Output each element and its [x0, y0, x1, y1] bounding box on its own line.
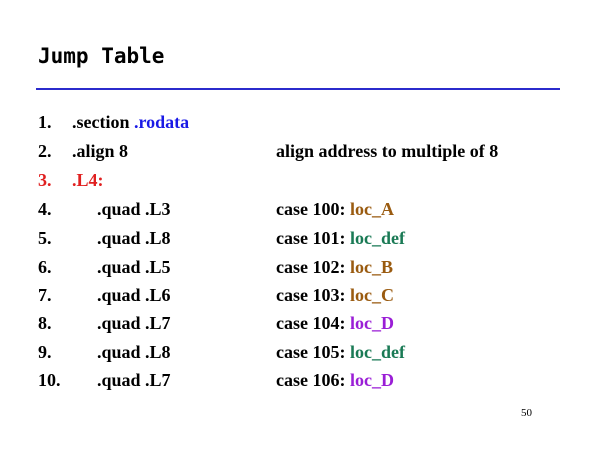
code-text: .quad .L5	[97, 257, 171, 277]
directive: .section	[72, 112, 134, 132]
case-label: loc_C	[349, 285, 394, 305]
code-line-7: 7. .quad .L6 case 103: loc_C	[0, 281, 600, 309]
case-comment: case 104: loc_D	[276, 309, 394, 337]
line-number: 4.	[38, 199, 52, 219]
case-label: loc_def	[349, 228, 405, 248]
code-line-2: 2. .align 8 align address to multiple of…	[0, 137, 600, 165]
line-number: 1.	[38, 112, 52, 132]
case-label: loc_D	[349, 370, 394, 390]
comment-text: align address to multiple of 8	[276, 141, 499, 161]
case-comment: case 100: loc_A	[276, 195, 394, 223]
case-prefix: case 101:	[276, 228, 350, 248]
line-number: 3.	[38, 170, 52, 190]
case-prefix: case 103:	[276, 285, 350, 305]
line-number: 9.	[38, 342, 52, 362]
case-label: loc_A	[349, 199, 394, 219]
line-number: 8.	[38, 313, 52, 333]
code-text: .quad .L7	[97, 370, 171, 390]
slide-title: Jump Table	[38, 44, 165, 68]
line-number: 10.	[38, 370, 61, 390]
code-text: .align 8	[72, 141, 129, 161]
case-prefix: case 102:	[276, 257, 350, 277]
section-name: .rodata	[134, 112, 190, 132]
case-label: loc_B	[349, 257, 393, 277]
case-comment: case 105: loc_def	[276, 338, 405, 366]
case-comment: case 106: loc_D	[276, 366, 394, 394]
code-line-9: 9. .quad .L8 case 105: loc_def	[0, 338, 600, 366]
code-text: .section .rodata	[72, 108, 189, 136]
case-prefix: case 100:	[276, 199, 350, 219]
case-comment: case 102: loc_B	[276, 253, 393, 281]
case-prefix: case 104:	[276, 313, 350, 333]
line-number: 2.	[38, 141, 52, 161]
case-label: loc_D	[349, 313, 394, 333]
code-line-3: 3. .L4:	[0, 166, 600, 194]
line-number: 5.	[38, 228, 52, 248]
code-line-10: 10. .quad .L7 case 106: loc_D	[0, 366, 600, 394]
code-text: .quad .L6	[97, 285, 171, 305]
case-prefix: case 106:	[276, 370, 350, 390]
code-line-4: 4. .quad .L3 case 100: loc_A	[0, 195, 600, 223]
code-line-1: 1. .section .rodata	[0, 108, 600, 136]
case-prefix: case 105:	[276, 342, 350, 362]
case-label: loc_def	[349, 342, 405, 362]
case-comment: case 103: loc_C	[276, 281, 394, 309]
code-line-5: 5. .quad .L8 case 101: loc_def	[0, 224, 600, 252]
case-comment: case 101: loc_def	[276, 224, 405, 252]
code-text: .quad .L7	[97, 313, 171, 333]
label-text: .L4:	[72, 170, 104, 190]
title-underline	[36, 88, 560, 90]
code-text: .quad .L8	[97, 228, 171, 248]
line-number: 7.	[38, 285, 52, 305]
code-line-6: 6. .quad .L5 case 102: loc_B	[0, 253, 600, 281]
page-number: 50	[521, 407, 532, 419]
code-text: .quad .L8	[97, 342, 171, 362]
code-line-8: 8. .quad .L7 case 104: loc_D	[0, 309, 600, 337]
line-number: 6.	[38, 257, 52, 277]
code-text: .quad .L3	[97, 199, 171, 219]
